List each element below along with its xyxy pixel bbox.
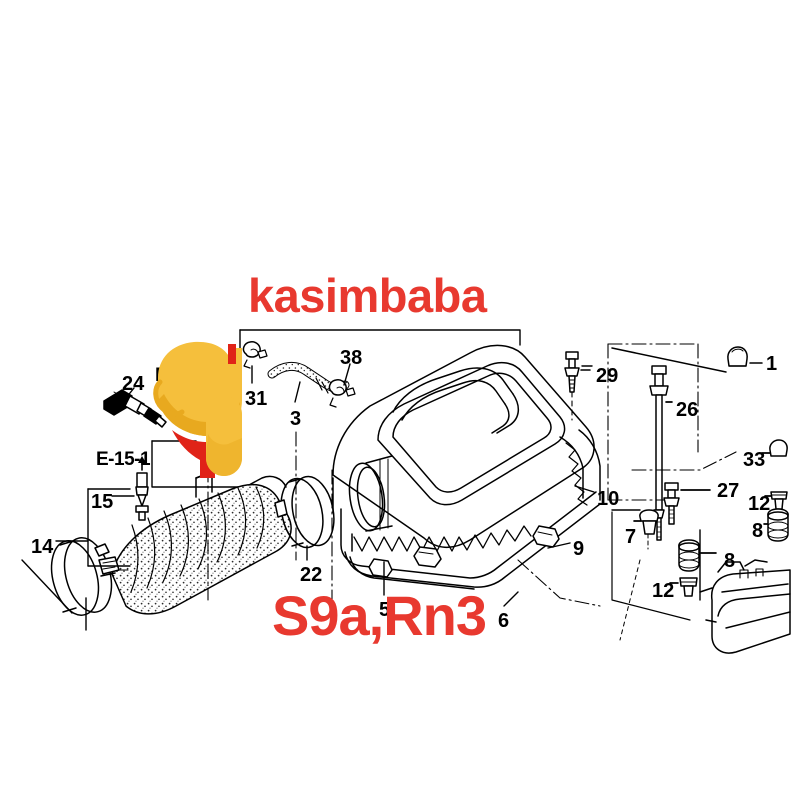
callout-14: 14 bbox=[31, 536, 54, 558]
grommet-8-lower bbox=[678, 539, 717, 572]
callout-26: 26 bbox=[676, 399, 699, 421]
fastener-29 bbox=[564, 351, 591, 421]
fastener-27 bbox=[663, 482, 711, 525]
callout-e-15-1: E-15-1 bbox=[96, 449, 151, 470]
callout-12-lower: 12 bbox=[652, 580, 675, 602]
callout-9: 9 bbox=[573, 538, 585, 560]
callout-10: 10 bbox=[597, 488, 620, 510]
fastener-1 bbox=[727, 346, 763, 367]
callout-7: 7 bbox=[625, 526, 637, 548]
callout-3: 3 bbox=[290, 408, 302, 430]
intake-duct-clamp-22 bbox=[274, 475, 335, 549]
callout-29: 29 bbox=[596, 365, 619, 387]
callout-8-upper: 8 bbox=[752, 520, 764, 542]
hose-clamp-left bbox=[50, 537, 120, 616]
grommet-8-upper bbox=[763, 508, 789, 542]
watermark-kasimbaba: kasimbaba bbox=[248, 269, 487, 322]
callout-27: 27 bbox=[717, 480, 740, 502]
callout-5: 5 bbox=[379, 599, 391, 621]
callout-33: 33 bbox=[743, 449, 766, 471]
air-cleaner-case bbox=[332, 344, 601, 590]
intake-duct-hose bbox=[111, 471, 292, 615]
callout-8-lower: 8 bbox=[724, 550, 736, 572]
watermark-s9a-rn3: S9a,Rn3 bbox=[272, 584, 487, 647]
pointing-down-hand-icon bbox=[150, 338, 265, 478]
callout-24: 24 bbox=[122, 373, 145, 395]
callout-38: 38 bbox=[340, 347, 363, 369]
breather-hose-assembly bbox=[242, 341, 356, 408]
callout-1: 1 bbox=[766, 353, 778, 375]
fastener-33 bbox=[761, 439, 788, 457]
callout-15: 15 bbox=[91, 491, 114, 513]
fastener-7 bbox=[633, 509, 659, 550]
callout-31: 31 bbox=[245, 388, 268, 410]
callout-12-upper: 12 bbox=[748, 493, 771, 515]
leader-lines bbox=[21, 363, 772, 641]
resonator-tray bbox=[699, 559, 791, 654]
fastener-26 bbox=[607, 343, 727, 541]
pcv-valve-15 bbox=[135, 456, 149, 521]
iat-sensor-24 bbox=[103, 389, 167, 428]
callout-6: 6 bbox=[498, 610, 510, 632]
callout-22: 22 bbox=[300, 564, 323, 586]
